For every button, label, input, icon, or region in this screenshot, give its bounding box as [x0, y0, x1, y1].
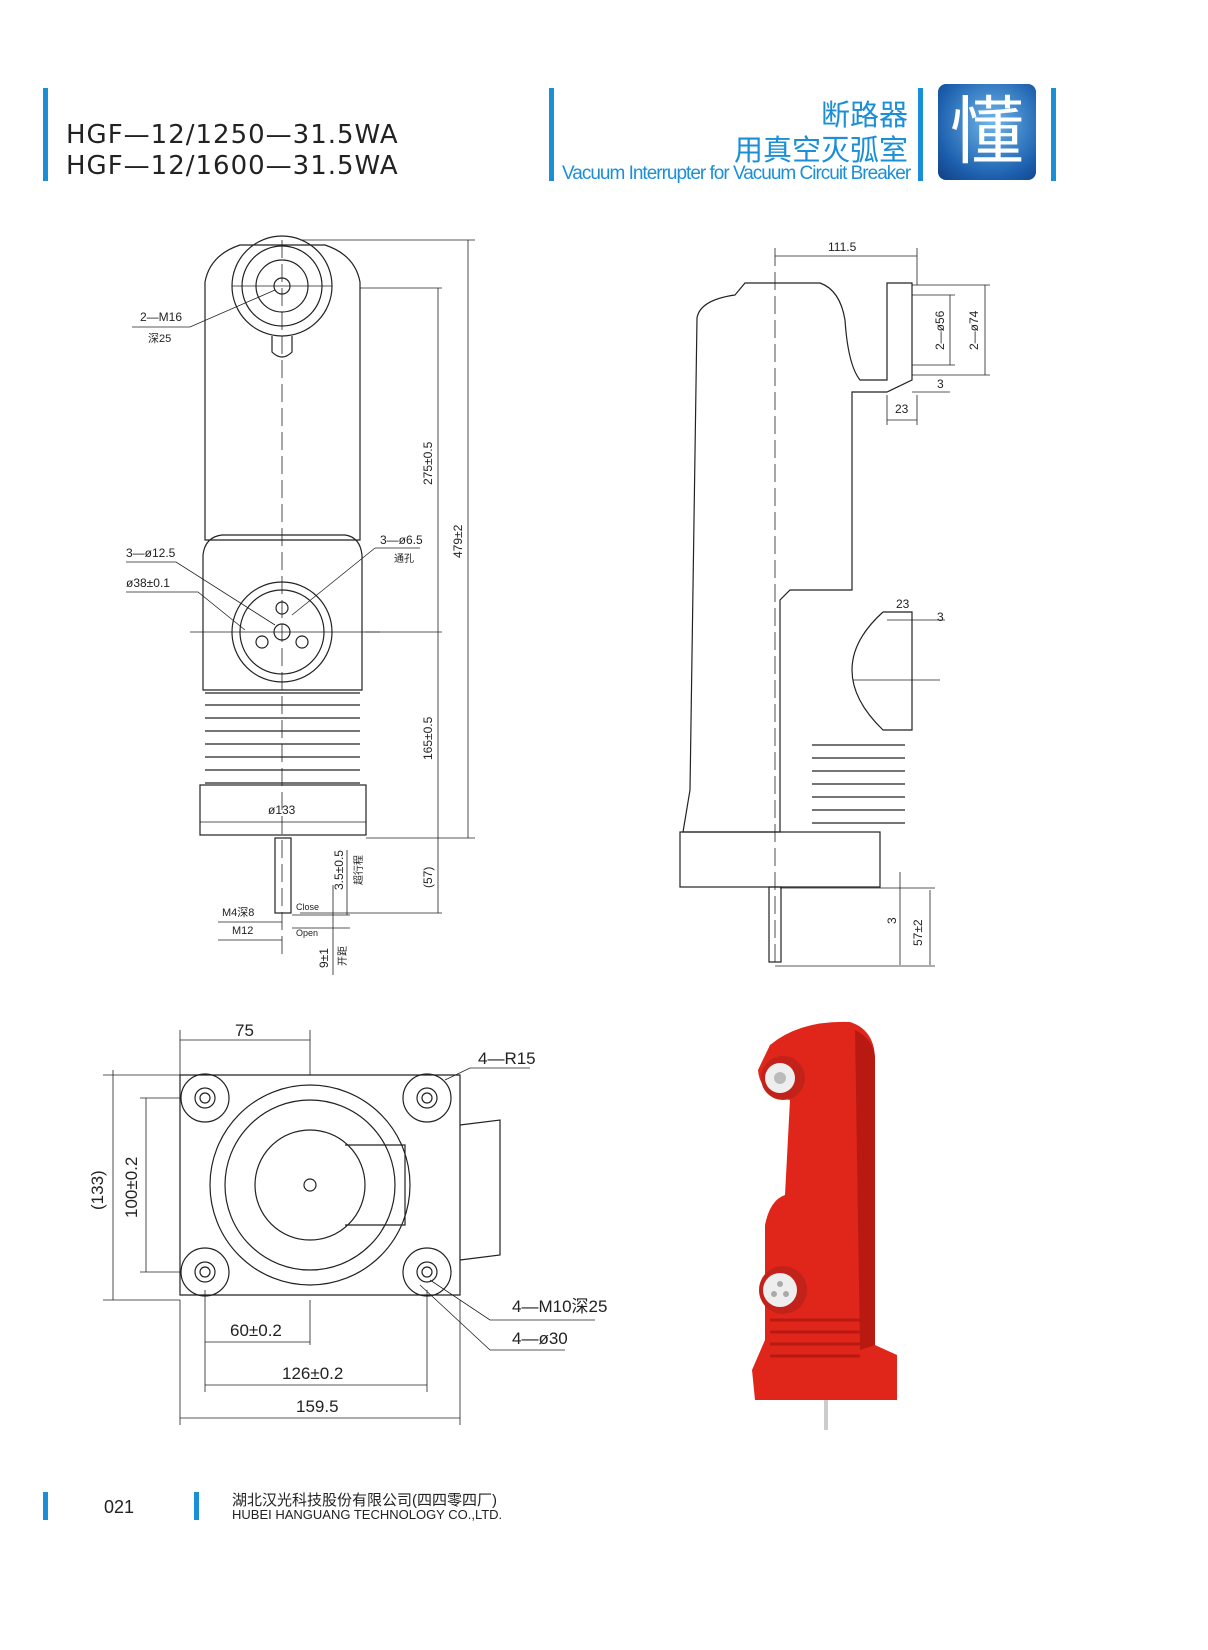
title-cn-line1: 断路器 — [820, 100, 908, 132]
page-number: 021 — [104, 1497, 135, 1517]
label-stroke-note: 超行程 — [352, 855, 365, 885]
label-d165: 165±0.5 — [421, 716, 435, 760]
label-m10: 4—M10深25 — [512, 1297, 607, 1316]
label-d133: ø133 — [268, 803, 296, 817]
side-view — [679, 248, 990, 967]
model-name-2: HGF—12/1600—31.5WA — [66, 151, 399, 181]
label-d75: 75 — [235, 1021, 254, 1040]
logo-glyph: 懂 — [950, 89, 1024, 175]
accent-bar — [918, 88, 923, 181]
label-d56: 2—ø56 — [933, 310, 947, 350]
label-d100: 100±0.2 — [122, 1157, 141, 1218]
label-d60: 60±0.2 — [230, 1321, 282, 1340]
label-open: Open — [296, 928, 318, 938]
accent-bar — [43, 88, 48, 181]
accent-bar — [194, 1492, 199, 1520]
model-name-1: HGF—12/1250—31.5WA — [66, 120, 399, 150]
accent-bar — [43, 1492, 48, 1520]
label-m4: M4深8 — [222, 906, 254, 919]
bottom-view — [103, 1030, 595, 1425]
company-name-cn: 湖北汉光科技股份有限公司(四四零四厂) — [232, 1492, 497, 1509]
label-d23b: 23 — [896, 597, 910, 611]
label-d30: 4—ø30 — [512, 1329, 568, 1348]
label-close: Close — [296, 902, 319, 912]
label-d23a: 23 — [895, 402, 909, 416]
label-d3b: 3 — [937, 610, 944, 624]
label-gap: 9±1 — [317, 948, 331, 968]
label-r15: 4—R15 — [478, 1049, 536, 1068]
label-m16: 2—M16 — [140, 310, 182, 324]
label-stroke: 3.5±0.5 — [332, 850, 346, 890]
label-through-note: 通孔 — [394, 553, 414, 565]
title-en: Vacuum Interrupter for Vacuum Circuit Br… — [562, 163, 911, 184]
label-holes: 3—ø12.5 — [126, 546, 176, 560]
accent-bar — [1051, 88, 1056, 181]
label-d159: 159.5 — [296, 1397, 339, 1416]
label-through: 3—ø6.5 — [380, 533, 423, 547]
company-name-en: HUBEI HANGUANG TECHNOLOGY CO.,LTD. — [232, 1507, 503, 1522]
label-d57: (57) — [421, 867, 435, 888]
front-view — [126, 235, 475, 975]
title-cn-line2: 用真空灭弧室 — [733, 135, 908, 167]
label-d74: 2—ø74 — [967, 310, 981, 350]
label-m12: M12 — [232, 925, 253, 937]
label-d133b: (133) — [88, 1170, 107, 1210]
label-gap-note: 开距 — [337, 946, 349, 966]
label-bore: ø38±0.1 — [126, 576, 170, 590]
label-d3a: 3 — [937, 377, 944, 391]
accent-bar — [549, 88, 554, 181]
label-d479: 479±2 — [451, 524, 465, 558]
label-m16-depth: 深25 — [148, 332, 171, 345]
label-d275: 275±0.5 — [421, 441, 435, 485]
label-d126: 126±0.2 — [282, 1364, 343, 1383]
product-photo — [752, 1021, 897, 1430]
label-d3c: 3 — [885, 917, 899, 924]
company-logo: 懂 — [938, 84, 1036, 180]
label-d111: 111.5 — [828, 240, 857, 254]
label-d57b: 57±2 — [911, 919, 925, 946]
